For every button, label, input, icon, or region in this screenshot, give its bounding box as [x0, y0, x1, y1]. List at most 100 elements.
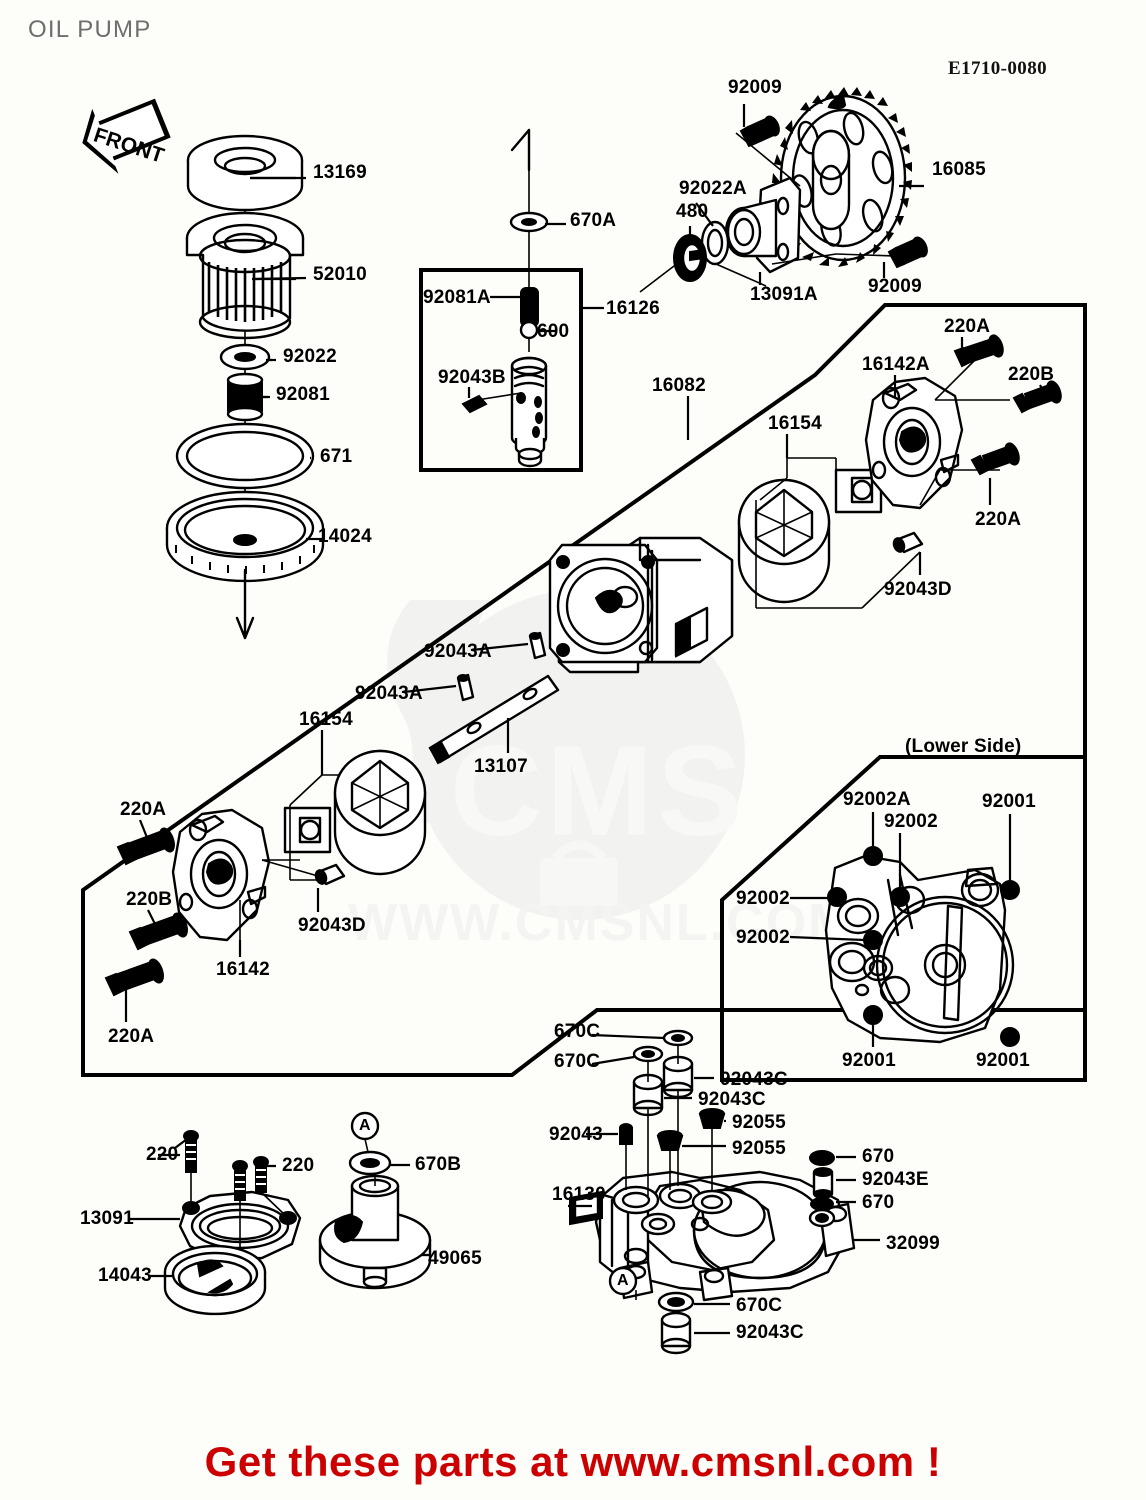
callout-92055-1: 92055 [732, 1112, 786, 1133]
callout-92043C-3: 92043C [736, 1322, 804, 1343]
panel-16126 [419, 268, 583, 472]
bolt-point-92002-b [863, 930, 883, 950]
callout-670B: 670B [415, 1154, 462, 1175]
callout-92001-b: 92001 [976, 1050, 1030, 1071]
callout-16126: 16126 [606, 298, 660, 319]
part-92043A-pin-1 [528, 631, 547, 660]
part-16126-relief-valve [510, 356, 548, 468]
callout-16154-bot: 16154 [299, 709, 353, 730]
callout-220-1: 220 [146, 1144, 179, 1165]
callout-92081A: 92081A [423, 287, 491, 308]
callout-670C-3: 670C [736, 1295, 783, 1316]
oil-filter-stack [165, 134, 325, 640]
part-220-screw-b [232, 1160, 248, 1201]
callout-92081: 92081 [276, 384, 330, 405]
callout-92043C-2: 92043C [698, 1089, 766, 1110]
part-92009-screw-top [739, 115, 780, 148]
callout-220-2: 220 [282, 1155, 315, 1176]
marker-A-label-bottom: A [617, 1272, 629, 1289]
callout-13107: 13107 [474, 756, 528, 777]
pump-body-assembly [104, 334, 1062, 997]
part-52010-filter-element [185, 211, 305, 340]
part-92022A-washer [700, 220, 730, 266]
callout-92002-b: 92002 [736, 927, 790, 948]
callout-16082: 16082 [652, 375, 706, 396]
callout-92009-bot: 92009 [868, 276, 922, 297]
part-16082-pump-body [548, 536, 734, 674]
callout-220A-4: 220A [108, 1026, 155, 1047]
part-13169-washer [186, 134, 304, 212]
part-480-circlip [673, 234, 707, 282]
callout-16130: 16130 [552, 1184, 606, 1205]
callout-92043A-2: 92043A [355, 683, 423, 704]
callout-92022: 92022 [283, 346, 337, 367]
callout-92043D-top: 92043D [884, 579, 952, 600]
callout-lower-side: (Lower Side) [905, 736, 1022, 757]
part-92022-washer [219, 343, 271, 371]
callout-16142: 16142 [216, 959, 270, 980]
callout-52010: 52010 [313, 264, 367, 285]
plugs-right-stack [808, 1150, 836, 1228]
callout-92043B: 92043B [438, 367, 506, 388]
part-16142-cover-lower [171, 808, 271, 942]
part-220B-screw [1012, 380, 1062, 414]
part-92081-spring [226, 372, 264, 422]
callout-600: 600 [537, 321, 570, 342]
callout-670A: 670A [570, 210, 617, 231]
marker-A-label-top: A [359, 1117, 371, 1134]
front-direction-marker: FRONT [78, 92, 178, 197]
part-92043A-pin-2 [456, 673, 475, 702]
callout-16085: 16085 [932, 159, 986, 180]
oil-pump-gear-assembly [673, 87, 928, 282]
callout-14024: 14024 [318, 526, 372, 547]
callout-32099: 32099 [886, 1233, 940, 1254]
callout-92001-top: 92001 [982, 791, 1036, 812]
part-92009-screw-bottom [887, 236, 928, 269]
part-220B-bolt-lower [128, 912, 188, 951]
callout-220A-3: 220A [120, 799, 167, 820]
callout-220B-1: 220B [1008, 364, 1055, 385]
callout-92002A: 92002A [843, 789, 911, 810]
callout-14043: 14043 [98, 1265, 152, 1286]
part-671-oring [175, 422, 315, 490]
callout-92043D-bot: 92043D [298, 915, 366, 936]
part-16154-rotor-lower [283, 749, 427, 876]
callout-13091A: 13091A [750, 284, 818, 305]
lower-side-cover-plate [824, 846, 1020, 1047]
part-220A-screw-upper [953, 334, 1004, 368]
part-49065-oil-filter [318, 1174, 432, 1290]
callout-92009-top: 92009 [728, 77, 782, 98]
part-220-screw-c [253, 1156, 269, 1193]
part-14024-cover [165, 490, 325, 583]
part-220A-bolt-lower-1 [116, 827, 175, 866]
callout-92055-2: 92055 [732, 1138, 786, 1159]
part-16130-sensor [569, 1190, 603, 1226]
callout-92001-a: 92001 [842, 1050, 896, 1071]
callout-16154-top: 16154 [768, 413, 822, 434]
callout-220A-2: 220A [975, 509, 1022, 530]
part-220A-screw-mid [970, 442, 1020, 476]
part-14043-screen [163, 1244, 267, 1316]
reference-number: E1710-0080 [948, 58, 1047, 79]
relief-valve-group [461, 128, 549, 468]
plugs-bottom-stack [657, 1291, 695, 1355]
marker-A-bottom [608, 1266, 638, 1296]
callout-671: 671 [320, 446, 353, 467]
callout-480: 480 [676, 201, 709, 222]
callout-13091: 13091 [80, 1208, 134, 1229]
part-92043D-pin-upper [892, 531, 924, 554]
callout-670C-2: 670C [554, 1051, 601, 1072]
callout-92043C-1: 92043C [720, 1069, 788, 1090]
part-16085-gear [771, 87, 912, 267]
part-92043D-pin-lower [314, 863, 346, 886]
part-13091A-holder [724, 176, 802, 274]
callout-220B-2: 220B [126, 889, 173, 910]
callout-92002-a: 92002 [736, 888, 790, 909]
callout-92043A-1: 92043A [424, 641, 492, 662]
part-13107-shaft [428, 674, 560, 765]
bolt-point-92001-b [863, 1005, 883, 1025]
callout-220A-1: 220A [944, 316, 991, 337]
part-16142A-cover [864, 376, 964, 510]
